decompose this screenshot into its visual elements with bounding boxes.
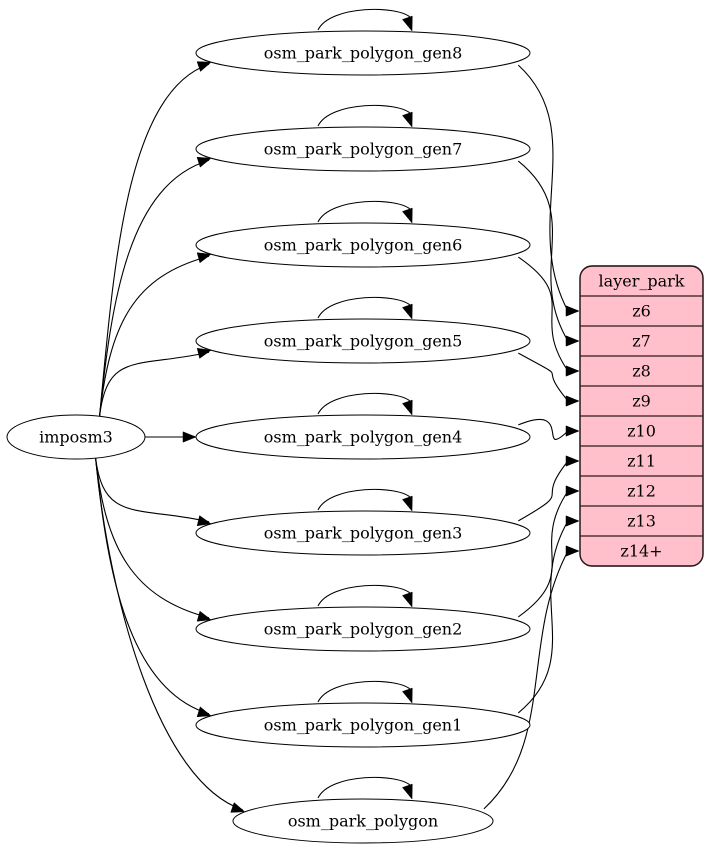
arrowhead-gen6-to-z8 <box>565 365 580 377</box>
node-gen2-shape <box>195 606 531 652</box>
edge-imposm3-to-gen6 <box>98 255 210 417</box>
arrowhead-self-loop-gen4 <box>402 399 413 416</box>
edge-gen6-to-z8 <box>517 256 569 372</box>
edge-self-loop-gen6 <box>317 200 412 223</box>
node-gen5-shape <box>195 318 531 364</box>
node-gen6[interactable]: osm_park_polygon_gen6 <box>195 222 531 268</box>
arrowhead-self-loop-gen5 <box>402 303 413 320</box>
edge-gen7-to-z7 <box>517 160 569 342</box>
node-gen2-label: osm_park_polygon_gen2 <box>264 620 463 639</box>
edge-self-loop-gen3 <box>317 488 412 511</box>
node-gen5-label: osm_park_polygon_gen5 <box>264 332 463 351</box>
edge-gen4-to-z10 <box>518 418 569 440</box>
node-gen6-label: osm_park_polygon_gen6 <box>264 236 463 255</box>
layer-park-row-z11[interactable]: z11 <box>627 452 656 471</box>
node-gen8-shape <box>195 30 531 76</box>
arrowhead-gen1-to-z13 <box>565 515 580 527</box>
node-gen7-label: osm_park_polygon_gen7 <box>264 140 463 159</box>
node-base[interactable]: osm_park_polygon <box>232 798 494 844</box>
arrowhead-self-loop-gen8 <box>402 15 413 32</box>
layer-park-table: layer_park z6 z7 z8 z9 z10 z11 z12 z13 z14+ <box>579 265 704 567</box>
arrowhead-self-loop-gen2 <box>402 591 413 608</box>
edge-self-loop-gen8 <box>317 8 412 31</box>
node-gen5[interactable]: osm_park_polygon_gen5 <box>195 318 531 364</box>
arrowhead-imposm3-to-gen6 <box>196 252 212 264</box>
edge-self-loop-base <box>317 776 412 799</box>
edge-imposm3-to-gen1 <box>94 457 210 715</box>
node-gen8-label: osm_park_polygon_gen8 <box>264 44 463 63</box>
arrowhead-gen3-to-z11 <box>565 455 580 467</box>
layer-park-row-z12[interactable]: z12 <box>627 482 656 501</box>
layer-park-row-z13[interactable]: z13 <box>627 512 656 531</box>
edge-imposm3-to-gen2 <box>94 457 210 619</box>
arrowhead-imposm3-to-gen4 <box>182 431 197 443</box>
arrowhead-imposm3-to-gen8 <box>196 61 212 72</box>
edge-self-loop-gen7 <box>317 104 412 127</box>
arrowhead-self-loop-gen1 <box>402 687 413 704</box>
edge-imposm3-to-base <box>94 457 243 811</box>
edge-gen3-to-z11 <box>518 460 569 522</box>
arrowhead-gen8-to-z6 <box>565 305 580 317</box>
arrowhead-self-loop-gen6 <box>402 207 413 224</box>
node-base-label: osm_park_polygon <box>288 812 438 831</box>
node-gen8[interactable]: osm_park_polygon_gen8 <box>195 30 531 76</box>
edge-gen1-to-z13 <box>517 520 569 714</box>
arrowhead-gen7-to-z7 <box>565 335 580 347</box>
edge-imposm3-to-gen7 <box>98 159 210 417</box>
node-gen4-label: osm_park_polygon_gen4 <box>264 428 463 447</box>
arrowhead-self-loop-base <box>402 783 413 800</box>
edge-base-to-z14+ <box>483 550 569 810</box>
edge-self-loop-gen2 <box>317 584 412 607</box>
edge-self-loop-gen5 <box>317 296 412 319</box>
node-gen7[interactable]: osm_park_polygon_gen7 <box>195 126 531 172</box>
arrowhead-imposm3-to-gen3 <box>196 515 212 527</box>
arrowhead-self-loop-gen7 <box>402 111 413 128</box>
node-gen1[interactable]: osm_park_polygon_gen1 <box>195 702 531 748</box>
layer-park-table-outline <box>579 265 704 567</box>
layer-park-row-z6[interactable]: z6 <box>632 302 651 321</box>
node-gen3-label: osm_park_polygon_gen3 <box>264 524 463 543</box>
node-gen3-shape <box>195 510 531 556</box>
layer-park-row-z14+[interactable]: z14+ <box>620 542 662 561</box>
arrowhead-gen4-to-z10 <box>565 425 580 437</box>
nodes-layer: imposm3 osm_park_polygon_gen8 osm_park_pol… <box>6 30 531 844</box>
arrowhead-base-to-z14+ <box>565 545 580 557</box>
layer-park-row-z7[interactable]: z7 <box>632 332 651 351</box>
node-imposm3-label: imposm3 <box>39 428 113 447</box>
edge-imposm3-to-gen5 <box>98 351 210 417</box>
node-imposm3[interactable]: imposm3 <box>6 414 146 460</box>
arrowhead-imposm3-to-gen5 <box>196 347 212 359</box>
edge-self-loop-gen1 <box>317 680 412 703</box>
edge-gen2-to-z12 <box>517 490 569 618</box>
arrowhead-gen5-to-z9 <box>565 395 580 407</box>
node-gen4-shape <box>195 414 531 460</box>
layer-park-row-z9[interactable]: z9 <box>632 392 651 411</box>
layer-park-header-label: layer_park <box>599 272 685 291</box>
edge-gen8-to-z6 <box>517 64 569 312</box>
layer-park-table-group[interactable]: layer_park z6 z7 z8 z9 z10 z11 z12 z13 z14+ <box>579 265 704 567</box>
node-gen4[interactable]: osm_park_polygon_gen4 <box>195 414 531 460</box>
node-gen1-label: osm_park_polygon_gen1 <box>264 716 463 735</box>
arrowhead-imposm3-to-gen1 <box>196 706 212 718</box>
arrowhead-imposm3-to-gen2 <box>196 610 212 622</box>
node-gen6-shape <box>195 222 531 268</box>
node-gen3[interactable]: osm_park_polygon_gen3 <box>195 510 531 556</box>
edge-imposm3-to-gen3 <box>94 457 210 523</box>
arrowhead-self-loop-gen3 <box>402 495 413 512</box>
node-imposm3-shape <box>6 414 146 460</box>
layer-park-row-z8[interactable]: z8 <box>632 362 651 381</box>
edge-self-loop-gen4 <box>317 392 412 415</box>
edges-layer <box>94 8 580 813</box>
arrowhead-imposm3-to-base <box>230 802 246 813</box>
layer-park-row-z10[interactable]: z10 <box>627 422 656 441</box>
node-gen2[interactable]: osm_park_polygon_gen2 <box>195 606 531 652</box>
node-base-shape <box>232 798 494 844</box>
edge-imposm3-to-gen8 <box>98 63 210 417</box>
node-gen7-shape <box>195 126 531 172</box>
arrowhead-gen2-to-z12 <box>565 485 580 497</box>
arrowhead-imposm3-to-gen7 <box>196 156 212 168</box>
node-gen1-shape <box>195 702 531 748</box>
edge-gen5-to-z9 <box>518 352 569 402</box>
